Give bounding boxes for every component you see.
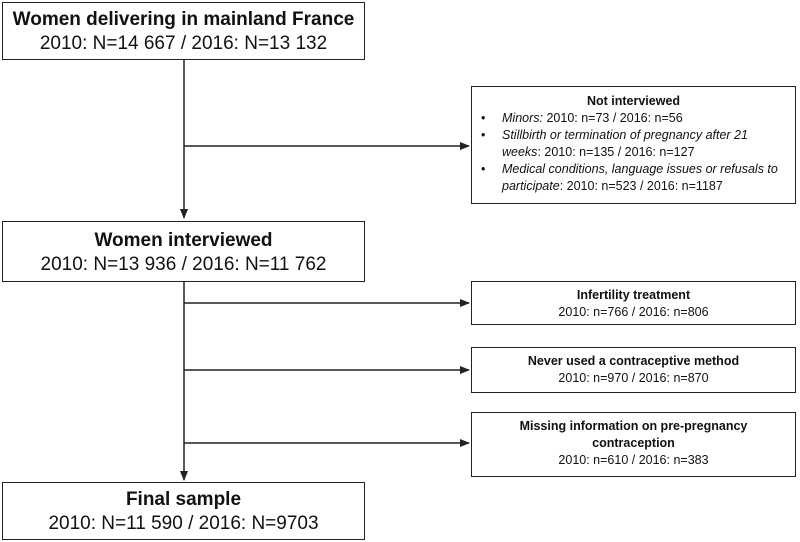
box-women-interviewed: Women interviewed 2010: N=13 936 / 2016:… — [2, 221, 365, 282]
box-not-interviewed: Not interviewed Minors: 2010: n=73 / 201… — [471, 86, 796, 204]
condition-label: Medical conditions, language issues or r… — [502, 162, 778, 193]
condition-counts: : 2010: n=523 / 2016: n=1187 — [559, 179, 723, 193]
box-missing-information: Missing information on pre-pregnancy con… — [471, 412, 796, 477]
box-title: Final sample — [125, 489, 242, 510]
list-item: Medical conditions, language issues or r… — [478, 161, 789, 195]
box-infertility-treatment: Infertility treatment 2010: n=766 / 2016… — [471, 281, 796, 325]
list-item: Minors: 2010: n=73 / 2016: n=56 — [478, 110, 789, 127]
condition-counts: : 2010: n=135 / 2016: n=127 — [537, 145, 695, 159]
list-item: Stillbirth or termination of pregnancy a… — [478, 127, 789, 161]
box-counts: 2010: N=14 667 / 2016: N=13 132 — [39, 33, 328, 54]
box-title: Not interviewed — [586, 94, 681, 108]
box-counts: 2010: N=13 936 / 2016: N=11 762 — [40, 254, 327, 275]
box-final-sample: Final sample 2010: N=11 590 / 2016: N=97… — [2, 482, 365, 540]
box-title: Missing information on pre-pregnancy con… — [519, 419, 748, 450]
box-title: Women interviewed — [94, 230, 273, 251]
box-title: Infertility treatment — [576, 288, 691, 302]
box-counts: 2010: n=766 / 2016: n=806 — [558, 305, 709, 319]
box-title: Never used a contraceptive method — [527, 354, 740, 368]
box-counts: 2010: n=970 / 2016: n=870 — [558, 371, 709, 385]
box-counts: 2010: N=11 590 / 2016: N=9703 — [48, 513, 319, 534]
box-counts: 2010: n=610 / 2016: n=383 — [558, 453, 709, 467]
condition-label: Minors: — [502, 111, 543, 125]
box-women-delivering: Women delivering in mainland France 2010… — [2, 2, 365, 60]
exclusion-list: Minors: 2010: n=73 / 2016: n=56 Stillbir… — [478, 110, 789, 195]
condition-counts: 2010: n=73 / 2016: n=56 — [542, 111, 683, 125]
box-never-used-contraceptive: Never used a contraceptive method 2010: … — [471, 347, 796, 393]
box-title: Women delivering in mainland France — [12, 9, 355, 30]
condition-label: Stillbirth or termination of pregnancy a… — [502, 128, 748, 159]
